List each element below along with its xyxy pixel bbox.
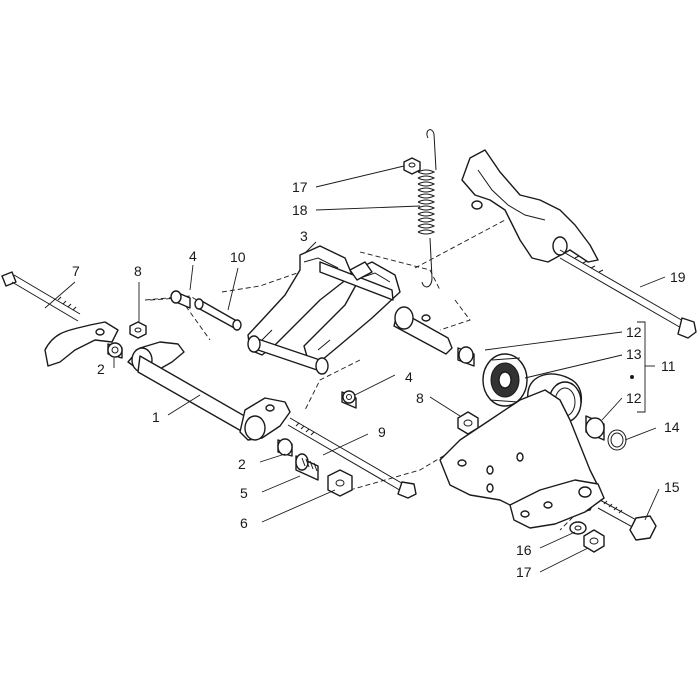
label-6: 6 xyxy=(240,515,248,531)
label-3: 3 xyxy=(300,228,308,244)
pivot-shaft-1 xyxy=(127,341,291,441)
label-13: 13 xyxy=(626,346,642,362)
callout-labels: 1 2 2 3 4 4 5 6 7 8 8 9 10 11 12 12 13 1… xyxy=(72,179,686,580)
label-19: 19 xyxy=(670,269,686,285)
label-17-upper: 17 xyxy=(292,179,308,195)
long-bolt-19 xyxy=(559,249,697,339)
bushing-4-left xyxy=(170,290,191,309)
nut-6 xyxy=(327,469,353,497)
bolt-9 xyxy=(287,417,417,499)
label-12-lower: 12 xyxy=(626,390,642,406)
bolt-15 xyxy=(597,499,657,541)
label-16: 16 xyxy=(516,542,532,558)
label-8-left: 8 xyxy=(134,263,142,279)
label-4-lower: 4 xyxy=(405,369,413,385)
label-17-lower: 17 xyxy=(516,564,532,580)
label-12-upper: 12 xyxy=(626,324,642,340)
swing-arm-3 xyxy=(247,245,453,375)
leader-lines xyxy=(44,165,666,573)
label-5: 5 xyxy=(240,485,248,501)
label-8-right: 8 xyxy=(416,390,424,406)
nut-17-bottom xyxy=(583,529,605,553)
bushing-2-upper xyxy=(107,342,123,359)
clamp-bracket-left xyxy=(44,321,119,367)
label-2-upper: 2 xyxy=(97,361,105,377)
nut-17-top xyxy=(403,157,421,175)
bearing-13 xyxy=(482,353,528,407)
label-15: 15 xyxy=(664,479,680,495)
label-11: 11 xyxy=(661,358,676,374)
label-7: 7 xyxy=(72,263,80,279)
label-1: 1 xyxy=(152,409,160,425)
spacer-12-upper xyxy=(457,346,475,367)
bolt-7 xyxy=(1,271,81,322)
tension-spring-18 xyxy=(417,129,437,288)
label-9: 9 xyxy=(378,424,386,440)
washer-16 xyxy=(569,521,587,535)
bushing-4-right xyxy=(341,390,357,409)
label-10: 10 xyxy=(230,249,246,265)
lower-link-plate xyxy=(439,389,605,529)
label-4-upper: 4 xyxy=(189,248,197,264)
label-14: 14 xyxy=(664,419,680,435)
label-18: 18 xyxy=(292,202,308,218)
spacer-12-lower xyxy=(585,415,605,441)
label-2-lower: 2 xyxy=(238,456,246,472)
pin-10 xyxy=(194,298,242,331)
threaded-bush-5 xyxy=(295,453,319,481)
upper-frame-bracket xyxy=(461,149,599,263)
nut-8-left xyxy=(129,321,147,339)
bushing-2-lower xyxy=(277,438,293,457)
circlip-14 xyxy=(607,429,627,451)
